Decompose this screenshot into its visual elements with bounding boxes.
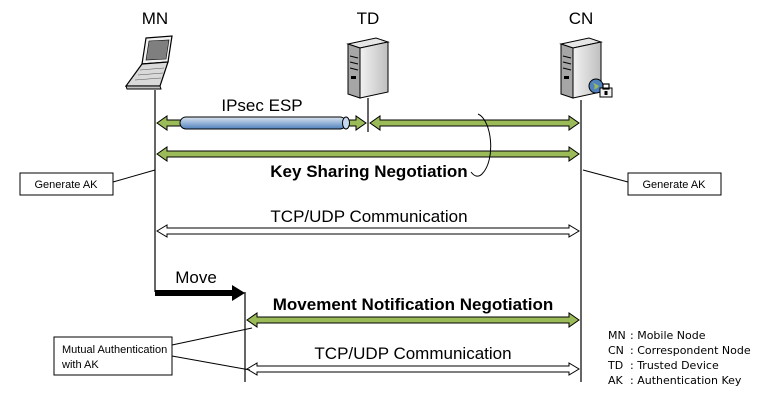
legend-abbr-mn: MN	[608, 329, 626, 342]
correspondent-node-server-icon	[559, 37, 603, 99]
movement-notification-arrow	[246, 312, 580, 328]
tcp-udp-label-2: TCP/UDP Communication	[314, 344, 511, 363]
mutual-auth-label-line1: Mutual Authentication	[62, 344, 167, 356]
key-sharing-arrow	[156, 146, 580, 162]
move-arrow	[155, 285, 245, 301]
node-label-cn: CN	[569, 9, 594, 28]
generate-ak-left-label: Generate AK	[35, 179, 99, 191]
generate-ak-right-label: Generate AK	[643, 179, 707, 191]
tcp-udp-arrow-2	[246, 362, 580, 376]
legend-abbr-ak: AK	[608, 374, 624, 387]
legend-text-ak: : Authentication Key	[630, 374, 742, 387]
node-label-td: TD	[357, 9, 380, 28]
key-icon	[599, 83, 613, 98]
legend-abbr-td: TD	[607, 359, 623, 372]
node-label-mn: MN	[142, 9, 168, 28]
key-sharing-label: Key Sharing Negotiation	[270, 162, 467, 181]
td-cn-arrow	[369, 115, 580, 131]
generate-ak-left-callout	[19, 169, 156, 196]
ipsec-esp-label: IPsec ESP	[221, 96, 302, 115]
mutual-auth-label-line2: with AK	[61, 359, 99, 371]
tcp-udp-arrow-1	[156, 224, 580, 238]
move-label: Move	[175, 268, 217, 287]
legend-abbr-cn: CN	[608, 344, 624, 357]
legend-text-cn: : Correspondent Node	[630, 344, 751, 357]
laptop-icon	[124, 35, 173, 90]
tcp-udp-label-1: TCP/UDP Communication	[270, 207, 467, 226]
mutual-auth-callout	[53, 327, 253, 376]
movement-notification-label: Movement Notification Negotiation	[273, 295, 554, 314]
ipsec-tunnel	[179, 116, 350, 130]
legend-text-mn: : Mobile Node	[630, 329, 706, 342]
trusted-device-server-icon	[346, 37, 390, 99]
legend-text-td: : Trusted Device	[630, 359, 719, 372]
generate-ak-right-callout	[582, 169, 722, 196]
bracket-curve	[470, 113, 492, 177]
legend: MN : Mobile Node CN : Correspondent Node…	[607, 329, 751, 387]
